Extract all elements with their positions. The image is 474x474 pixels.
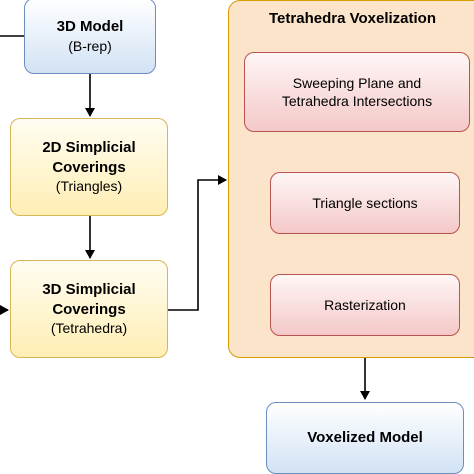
node-voxelized-model: Voxelized Model [266,402,464,474]
node-sweeping-line1: Sweeping Plane and [292,74,422,91]
node-3d-model-subtitle: (B-rep) [68,37,112,54]
node-3d-title-line1: 3D Simplicial [42,281,136,299]
node-2d-simplicial-coverings: 2D Simplicial Coverings (Triangles) [10,118,168,216]
node-3d-model: 3D Model (B-rep) [24,0,156,74]
node-3d-model-title: 3D Model [56,18,124,36]
node-3d-subtitle: (Tetrahedra) [50,320,128,337]
node-sweeping-plane: Sweeping Plane and Tetrahedra Intersecti… [244,52,470,132]
node-2d-title-line2: Coverings [52,158,126,176]
node-3d-simplicial-coverings: 3D Simplicial Coverings (Tetrahedra) [10,260,168,358]
node-2d-title-line1: 2D Simplicial [42,139,136,157]
edge-simp3d-to-voxelization [168,175,227,311]
node-voxelized-model-title: Voxelized Model [307,429,423,447]
node-sweeping-line2: Tetrahedra Intersections [281,93,433,109]
node-triangle-sections-label: Triangle sections [312,194,418,211]
node-3d-title-line2: Coverings [52,300,126,318]
tetrahedra-voxelization-title: Tetrahedra Voxelization [269,10,436,27]
node-rasterization: Rasterization [270,274,460,336]
node-2d-subtitle: (Triangles) [55,178,123,195]
node-rasterization-label: Rasterization [324,296,406,313]
node-triangle-sections: Triangle sections [270,172,460,234]
